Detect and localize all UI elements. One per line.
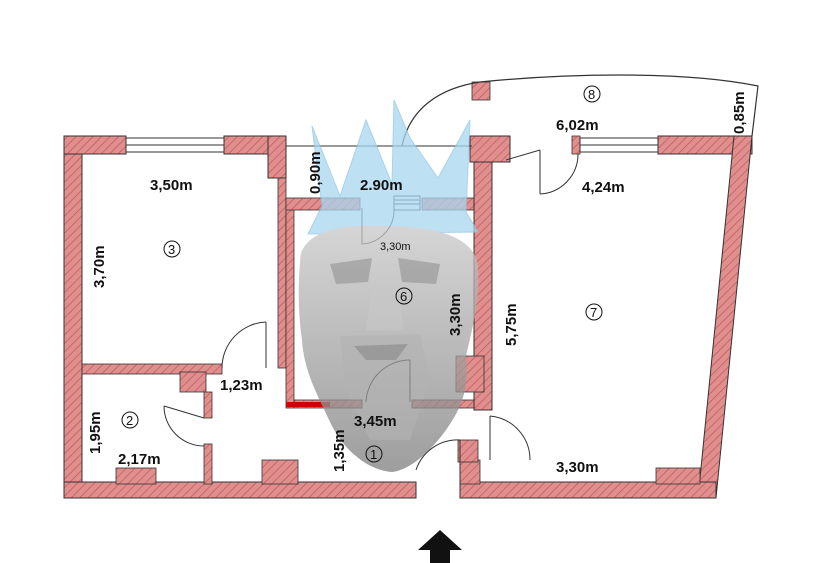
dim-hall-depth: 1,35m (331, 429, 348, 472)
svg-text:6: 6 (400, 289, 407, 304)
arrow-up-icon (418, 530, 462, 563)
dim-room7-top: 4,24m (582, 179, 625, 196)
dim-hall-width: 1,23m (220, 377, 263, 394)
dim-corridor-depth: 0,90m (307, 151, 324, 194)
dim-balcony-length: 6,02m (556, 117, 599, 134)
svg-text:8: 8 (588, 87, 595, 102)
dimension-labels: 3,50m 3,70m 2.90m 0,90m 3,30m 3,30m 4,24… (87, 91, 748, 476)
dim-room3-width: 3,50m (150, 177, 193, 194)
dim-room6-height: 3,30m (447, 293, 464, 336)
room-number-6: 6 (395, 287, 413, 305)
dim-room7-bottom: 3,30m (556, 459, 599, 476)
windows (125, 137, 659, 153)
room-number-3: 3 (163, 240, 181, 258)
svg-text:7: 7 (590, 305, 597, 320)
room-number-7: 7 (585, 303, 603, 321)
dim-room3-height: 3,70m (91, 245, 108, 288)
room-number-8: 8 (583, 85, 601, 103)
svg-text:2: 2 (126, 413, 133, 428)
svg-text:1: 1 (370, 447, 377, 462)
room-numbers: 3 2 6 7 8 1 (121, 85, 603, 463)
balcony-outline (401, 74, 759, 147)
dim-room2-height: 1,95m (87, 411, 104, 454)
room-number-1: 1 (365, 445, 383, 463)
dim-corridor-width: 2.90m (360, 177, 403, 194)
room-number-2: 2 (121, 411, 139, 429)
dim-room7-height: 5,75m (503, 303, 520, 346)
dim-room2-width: 2,17m (118, 451, 161, 468)
crowned-head-icon (298, 99, 479, 472)
dim-hall-bottom: 3,45m (354, 413, 397, 430)
dim-balcony-depth: 0,85m (731, 91, 748, 134)
svg-text:3: 3 (168, 242, 175, 257)
dim-room6-width: 3,30m (380, 241, 411, 253)
